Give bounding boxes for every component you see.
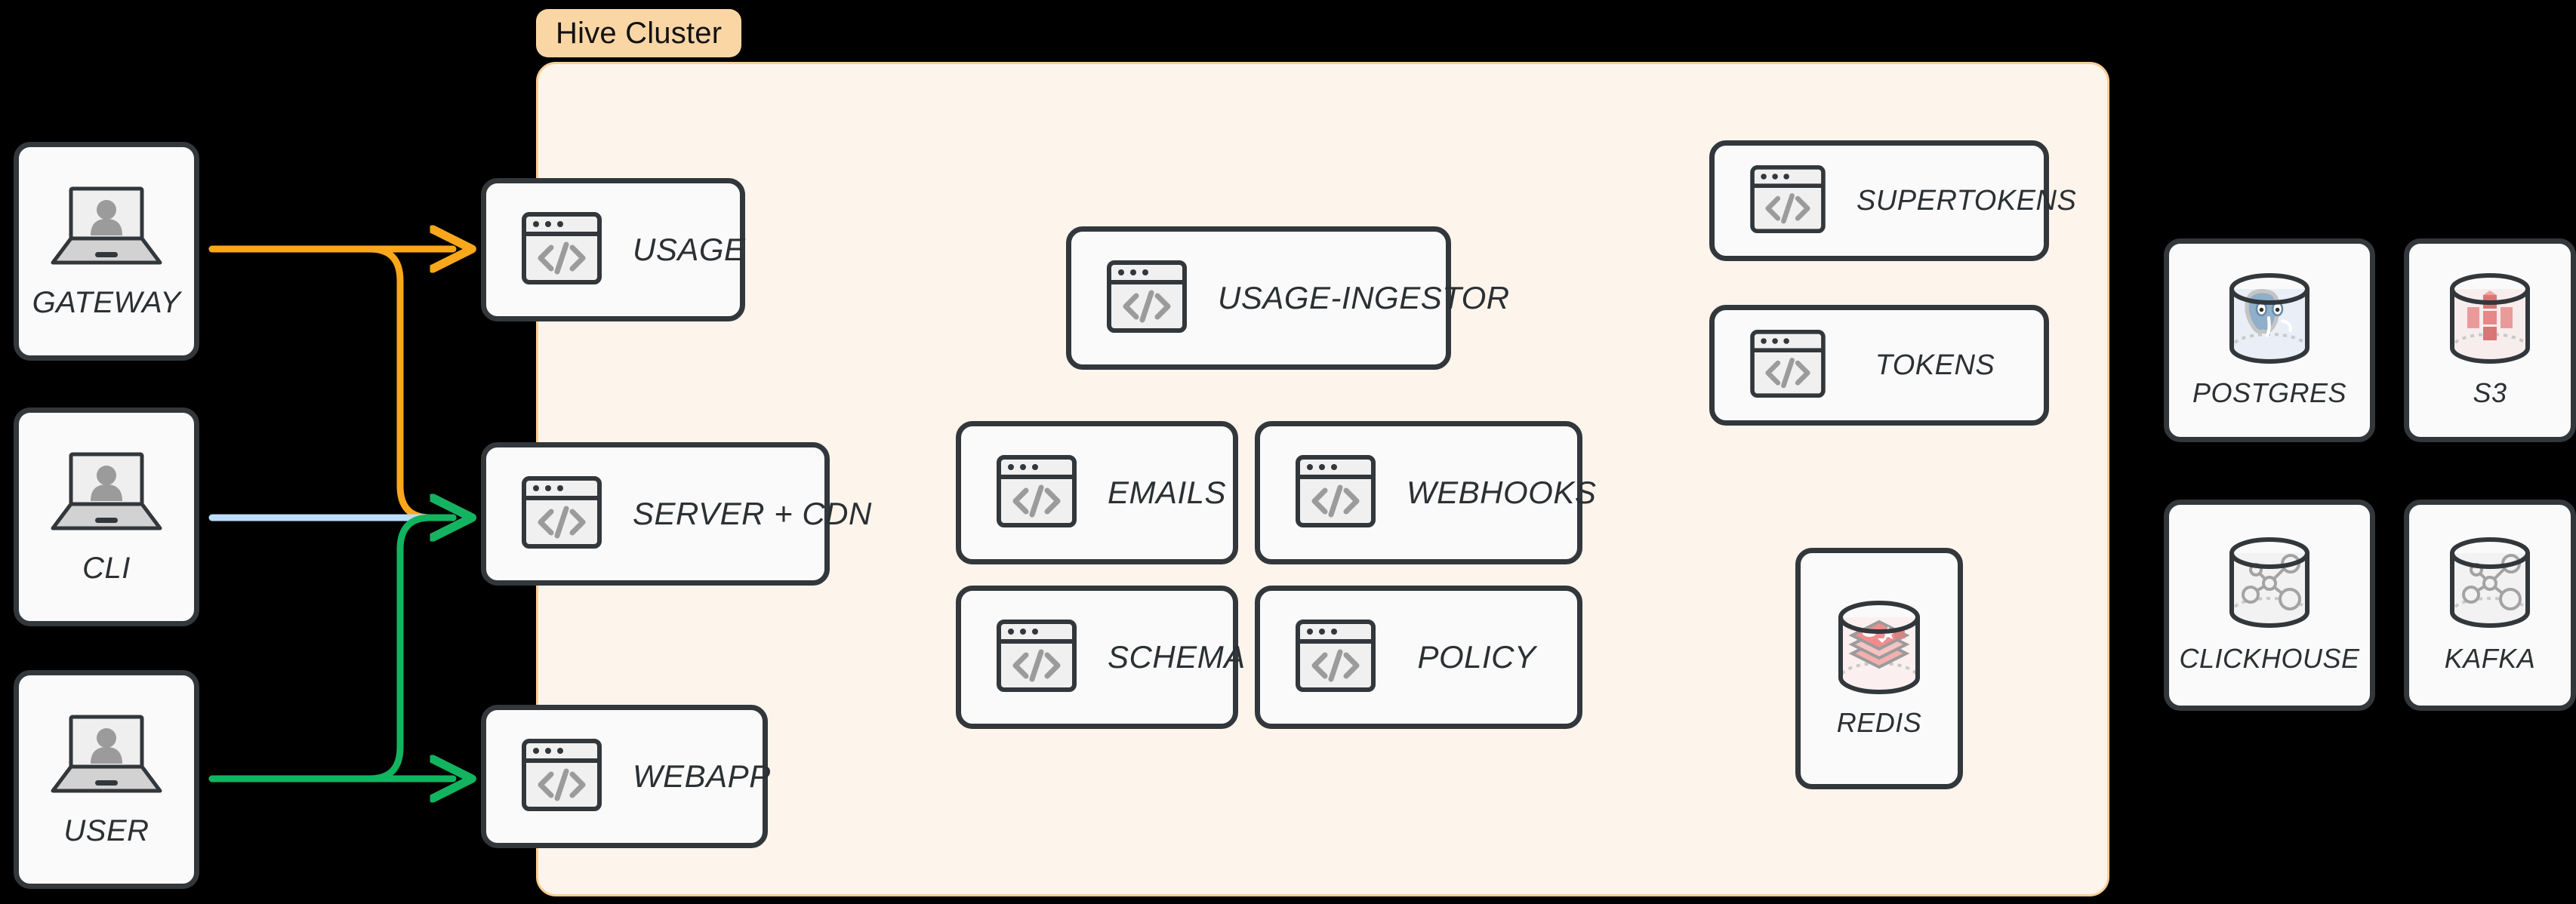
service-label-webapp: WEBAPP (633, 758, 771, 794)
service-label-usage-ingestor: USAGE-INGESTOR (1218, 280, 1510, 315)
datastore-label-clickhouse: CLICKHOUSE (2179, 642, 2360, 674)
datastore-node-kafka[interactable]: KAFKA (2404, 500, 2576, 711)
datastore-node-s3[interactable]: S3 (2404, 238, 2576, 442)
client-node-user[interactable]: USER (14, 670, 199, 889)
code-window-icon (521, 475, 602, 553)
service-node-server-cdn[interactable]: SERVER + CDN (481, 442, 871, 586)
code-window-icon (521, 211, 602, 289)
code-window-icon (1295, 454, 1376, 532)
service-label-policy: POLICY (1417, 639, 1536, 675)
code-window-icon (1749, 165, 1826, 238)
datastore-node-clickhouse[interactable]: CLICKHOUSE (2164, 500, 2375, 711)
laptop-user-icon (50, 448, 163, 541)
code-window-icon (996, 454, 1077, 532)
edge-user-to-server (208, 518, 453, 783)
graph-cylinder-icon (2437, 537, 2543, 635)
code-window-icon (521, 738, 602, 816)
client-node-cli[interactable]: CLI (14, 407, 199, 626)
service-label-supertokens: SUPERTOKENS (1857, 184, 2077, 217)
client-label-user: USER (63, 814, 149, 847)
service-node-supertokens[interactable]: SUPERTOKENS (1709, 140, 2076, 261)
service-node-emails[interactable]: EMAILS (956, 421, 1238, 564)
redis-cylinder-icon (1829, 599, 1930, 700)
service-label-server-cdn: SERVER + CDN (633, 496, 872, 531)
client-label-cli: CLI (82, 552, 131, 585)
service-label-emails: EMAILS (1108, 475, 1227, 510)
datastore-label-s3: S3 (2473, 377, 2507, 408)
service-label-usage: USAGE (633, 232, 746, 267)
laptop-user-icon (50, 711, 163, 804)
service-node-usage[interactable]: USAGE (481, 178, 745, 321)
laptop-user-icon (50, 183, 163, 275)
service-node-webhooks[interactable]: WEBHOOKS (1255, 421, 1596, 564)
hive-cluster-badge: Hive Cluster (536, 9, 742, 57)
service-node-tokens[interactable]: TOKENS (1709, 305, 2049, 426)
service-node-schema[interactable]: SCHEMA (956, 586, 1245, 729)
service-label-tokens: TOKENS (1875, 349, 1995, 381)
client-label-gateway: GATEWAY (32, 286, 181, 319)
datastore-label-kafka: KAFKA (2444, 642, 2536, 674)
client-node-gateway[interactable]: GATEWAY (14, 142, 199, 361)
code-window-icon (1106, 260, 1188, 337)
service-node-policy[interactable]: POLICY (1255, 586, 1582, 729)
service-label-schema: SCHEMA (1108, 639, 1246, 675)
postgres-cylinder-icon (2217, 272, 2322, 370)
service-node-usage-ingestor[interactable]: USAGE-INGESTOR (1066, 226, 1509, 370)
datastore-node-redis[interactable]: REDIS (1795, 548, 1963, 789)
code-window-icon (996, 619, 1077, 696)
service-node-webapp[interactable]: WEBAPP (481, 705, 770, 848)
service-label-webhooks: WEBHOOKS (1407, 475, 1597, 510)
s3-cylinder-icon (2437, 272, 2543, 370)
graph-cylinder-icon (2217, 537, 2322, 635)
code-window-icon (1295, 619, 1376, 696)
edge-gateway-to-server (208, 245, 453, 518)
datastore-node-postgres[interactable]: POSTGRES (2164, 238, 2375, 442)
datastore-label-postgres: POSTGRES (2192, 377, 2347, 408)
code-window-icon (1749, 329, 1826, 402)
datastore-label-redis: REDIS (1836, 706, 1922, 738)
